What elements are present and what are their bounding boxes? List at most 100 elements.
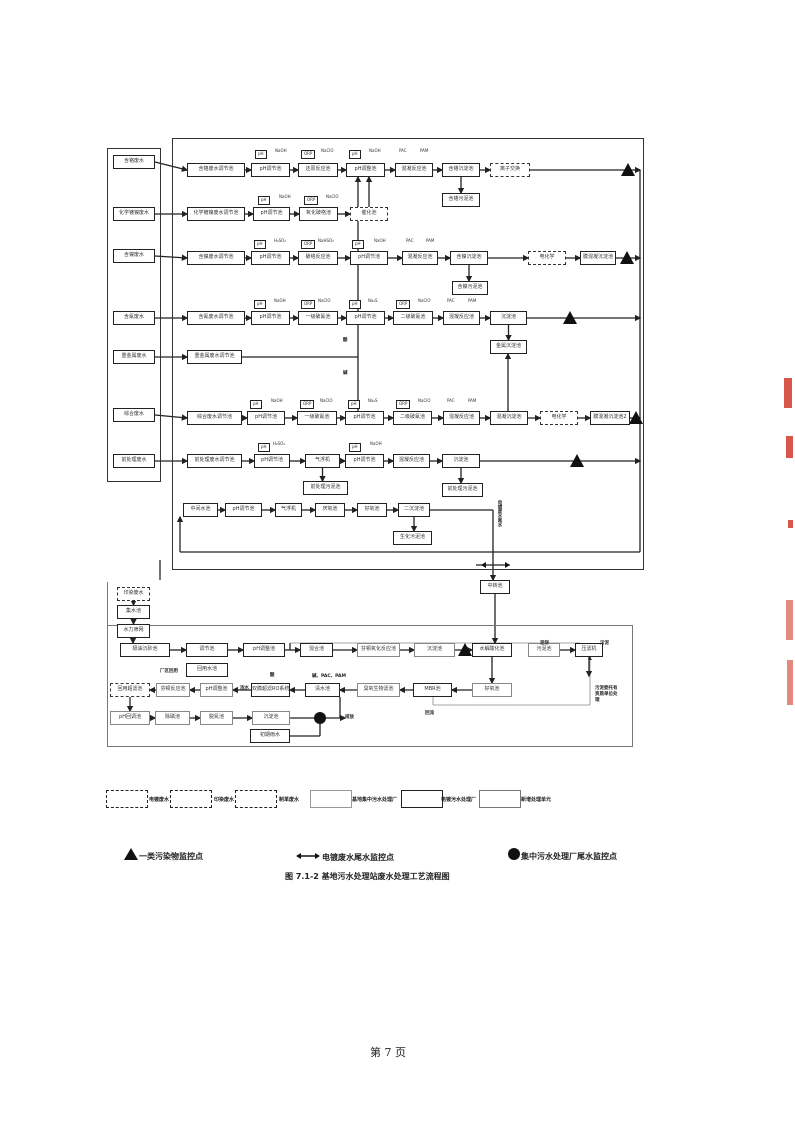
monitoring-triangle-icon (620, 251, 634, 264)
monitoring-triangle-icon (621, 163, 635, 176)
process-unit-r8c: 气浮机 (275, 503, 302, 517)
electroplating-plant-frame (172, 138, 644, 570)
process-unit-s3: 含镍废水 (113, 249, 155, 263)
sensor-tag: ORP (304, 196, 319, 205)
process-unit-r7a: 前处理废水调节池 (187, 454, 242, 468)
process-unit-s4: 含氰废水 (113, 311, 155, 325)
chemical-dose-label: NaClO (318, 298, 331, 303)
process-unit-b2: 水力筛网 (117, 624, 150, 638)
stamp-fragment (787, 660, 793, 705)
diagram-note: 浓水 (240, 686, 249, 691)
process-unit-r1a: 含铬废水调节池 (187, 163, 245, 177)
process-unit-r4e: 二级破氰池 (393, 311, 433, 325)
chemical-dose-label: H₂SO₄ (274, 238, 286, 243)
diagram-note: 电镀废水尾水 (497, 500, 502, 527)
monitoring-triangle-icon (629, 411, 643, 424)
process-unit-r1g: 离子交换 (490, 163, 530, 177)
process-unit-s6: 综合废水 (113, 408, 155, 422)
process-unit-d1: 回用水池 (186, 663, 228, 677)
diagram-note: 厂区回用 (160, 669, 178, 674)
monitoring-circle-icon (314, 712, 326, 724)
circle-marker-icon (508, 848, 520, 860)
diagram-note: 泥饼 (540, 641, 549, 646)
sensor-tag: pH (254, 240, 266, 249)
process-unit-r3e: 混凝反应池 (402, 251, 438, 265)
sensor-tag: ORP (301, 240, 316, 249)
chemical-dose-label: NaOH (279, 194, 291, 199)
process-unit-r7g: 前处理污泥池 (303, 481, 348, 495)
sensor-tag: ORP (396, 300, 411, 309)
sensor-tag: pH (349, 300, 361, 309)
legend-thin-box (310, 790, 352, 808)
process-unit-r2d: 催化池 (350, 207, 388, 221)
chemical-dose-label: NaOH (374, 238, 386, 243)
chemical-dose-label: PAM (426, 238, 435, 243)
monitoring-triangle-icon (570, 454, 584, 467)
sensor-tag: pH (349, 443, 361, 452)
process-unit-r5a: 重金属废水调节池 (187, 350, 242, 364)
sensor-tag: pH (348, 400, 360, 409)
process-unit-r3b: pH调节池 (251, 251, 290, 265)
diagram-note: 碱、PAC、PAM (312, 674, 347, 679)
process-unit-e7: MBR池 (413, 683, 452, 697)
legend-mark-label: 一类污染物监控点 (139, 852, 203, 861)
process-unit-r3h: 膜混凝沉淀池 (580, 251, 616, 265)
process-unit-r8e: 好氧池 (357, 503, 387, 517)
diagram-note: 污泥 (600, 641, 609, 646)
chemical-dose-label: NaClO (326, 194, 339, 199)
sensor-tag: pH (250, 400, 262, 409)
chemical-dose-label: NaOH (274, 298, 286, 303)
legend-mark-label: 电镀废水尾水监控点 (322, 853, 394, 862)
process-unit-r1e: 混凝反应池 (395, 163, 433, 177)
legend-label: 电镀废水 (149, 797, 170, 803)
sensor-tag: pH (254, 300, 266, 309)
chemical-dose-label: NaClO (320, 398, 333, 403)
sensor-tag: ORP (301, 150, 316, 159)
process-unit-r4d: pH调节池 (346, 311, 385, 325)
process-unit-e1: 回用超滤池 (110, 683, 150, 697)
sensor-tag: pH (349, 150, 361, 159)
chemical-dose-label: NaHSO₃ (318, 238, 334, 243)
process-unit-c3: pH调整池 (243, 643, 285, 657)
process-unit-c8: 污泥池 (528, 643, 560, 657)
stamp-fragment (786, 600, 793, 640)
process-unit-c4: 混合池 (300, 643, 333, 657)
legend-label: 新增处理单元 (521, 797, 552, 803)
chemical-dose-label: Na₂S (368, 398, 378, 403)
diagram-note: 碱 (343, 371, 348, 376)
chemical-dose-label: NaClO (418, 298, 431, 303)
process-unit-s1: 含铬废水 (113, 155, 155, 169)
process-unit-r6d: pH调节池 (345, 411, 384, 425)
sensor-tag: ORP (396, 400, 411, 409)
process-unit-r1f: 含铬沉淀池 (442, 163, 480, 177)
process-unit-r6a: 综合废水调节池 (187, 411, 242, 425)
figure-caption: 图 7.1-2 基地污水处理站废水处理工艺流程图 (285, 872, 450, 881)
process-unit-f1: pH回调池 (110, 711, 150, 725)
process-unit-r8d: 厌氧池 (315, 503, 345, 517)
process-unit-r3i: 含镍污泥池 (452, 281, 488, 295)
process-unit-r6g: 混凝沉淀池 (490, 411, 528, 425)
chemical-dose-label: NaClO (418, 398, 431, 403)
legend-label: 基地集中污水处理厂 (352, 797, 398, 803)
chemical-dose-label: PAC (406, 238, 414, 243)
process-unit-r1d: pH调整池 (346, 163, 385, 177)
chemical-dose-label: NaOH (370, 441, 382, 446)
process-unit-r2b: pH调节池 (253, 207, 290, 221)
process-unit-r4c: 一级破氰池 (298, 311, 338, 325)
central-plant-upper-frame (107, 582, 108, 628)
process-unit-r4a: 含氰废水调节池 (187, 311, 245, 325)
process-unit-r7b: pH调节池 (254, 454, 290, 468)
process-unit-c6: 沉淀池 (414, 643, 455, 657)
process-unit-r4h: 金属沉淀池 (490, 340, 527, 354)
process-unit-r8b: pH调节池 (225, 503, 262, 517)
process-unit-r4f: 混凝反应池 (443, 311, 480, 325)
process-unit-r3d: pH调节池 (350, 251, 388, 265)
chemical-dose-label: NaOH (271, 398, 283, 403)
diagram-note: 污泥委托有资质单位处理 (595, 686, 618, 703)
process-unit-r8f: 二沉淀池 (398, 503, 430, 517)
process-unit-r6i: 膜混凝沉淀池2 (590, 411, 630, 425)
process-unit-s5: 重金属废水 (113, 350, 155, 364)
process-unit-r3a: 含镍废水调节池 (187, 251, 245, 265)
chemical-dose-label: PAC (447, 398, 455, 403)
sensor-tag: ORP (301, 300, 316, 309)
